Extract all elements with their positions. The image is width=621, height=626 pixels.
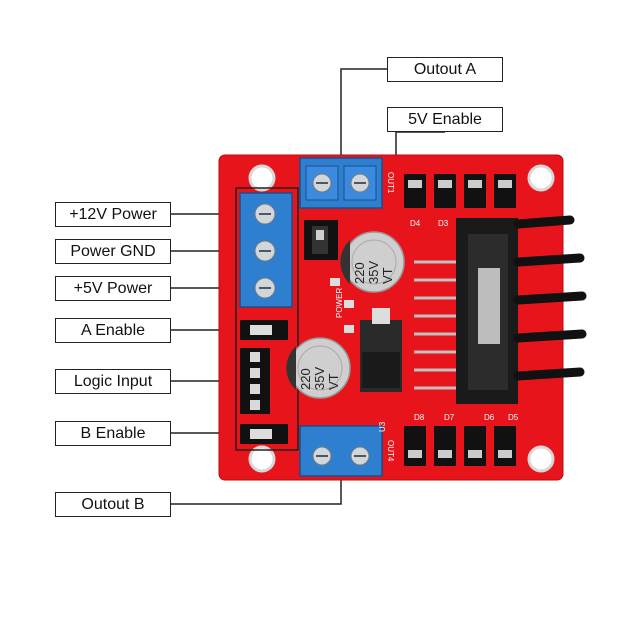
silk-d3: D3 — [438, 219, 449, 228]
voltage-regulator — [360, 308, 402, 392]
smd-resistor-3 — [330, 278, 340, 286]
silk-d5: D5 — [508, 413, 519, 422]
label-outout-b: Outout B — [55, 492, 171, 517]
smd-resistor-2 — [344, 325, 354, 333]
label-outout-a: Outout A — [387, 57, 503, 82]
header-logic-input — [240, 348, 270, 414]
cap-bottom-text-1: 220 — [298, 368, 313, 390]
label-power-gnd: Power GND — [55, 239, 171, 264]
label-plus-12v-power: +12V Power — [55, 202, 171, 227]
silk-d6: D6 — [484, 413, 495, 422]
label-b-enable: B Enable — [55, 421, 171, 446]
silk-out4: OUT4 — [386, 440, 395, 462]
line-outout-a — [341, 69, 387, 160]
smd-resistor-1 — [344, 300, 354, 308]
cap-bottom-text-2: 35V — [312, 367, 327, 390]
silk-d7: D7 — [444, 413, 455, 422]
label-logic-input: Logic Input — [55, 369, 171, 394]
silk-u3: U3 — [378, 421, 387, 432]
terminal-power — [240, 193, 292, 307]
silk-out1: OUT1 — [386, 172, 395, 194]
label-a-enable: A Enable — [55, 318, 171, 343]
jumper-5v-enable — [304, 220, 338, 260]
silk-d8: D8 — [414, 413, 425, 422]
terminal-out4 — [300, 426, 382, 476]
cap-top-text-2: 35V — [366, 261, 381, 284]
jumper-b-enable — [240, 424, 288, 444]
label-plus-5v-power: +5V Power — [55, 276, 171, 301]
label-5v-enable: 5V Enable — [387, 107, 503, 132]
terminal-out1 — [300, 158, 382, 208]
cap-bottom-text-3: VT — [326, 373, 341, 390]
cap-top-text-1: 220 — [352, 262, 367, 284]
cap-top-text-3: VT — [380, 267, 395, 284]
jumper-a-enable — [240, 320, 288, 340]
silk-power: POWER — [335, 288, 344, 318]
silk-d4: D4 — [410, 219, 421, 228]
